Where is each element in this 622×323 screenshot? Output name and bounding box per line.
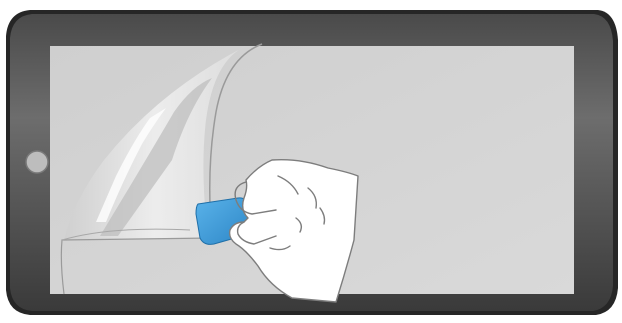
home-button-icon [26, 151, 48, 173]
